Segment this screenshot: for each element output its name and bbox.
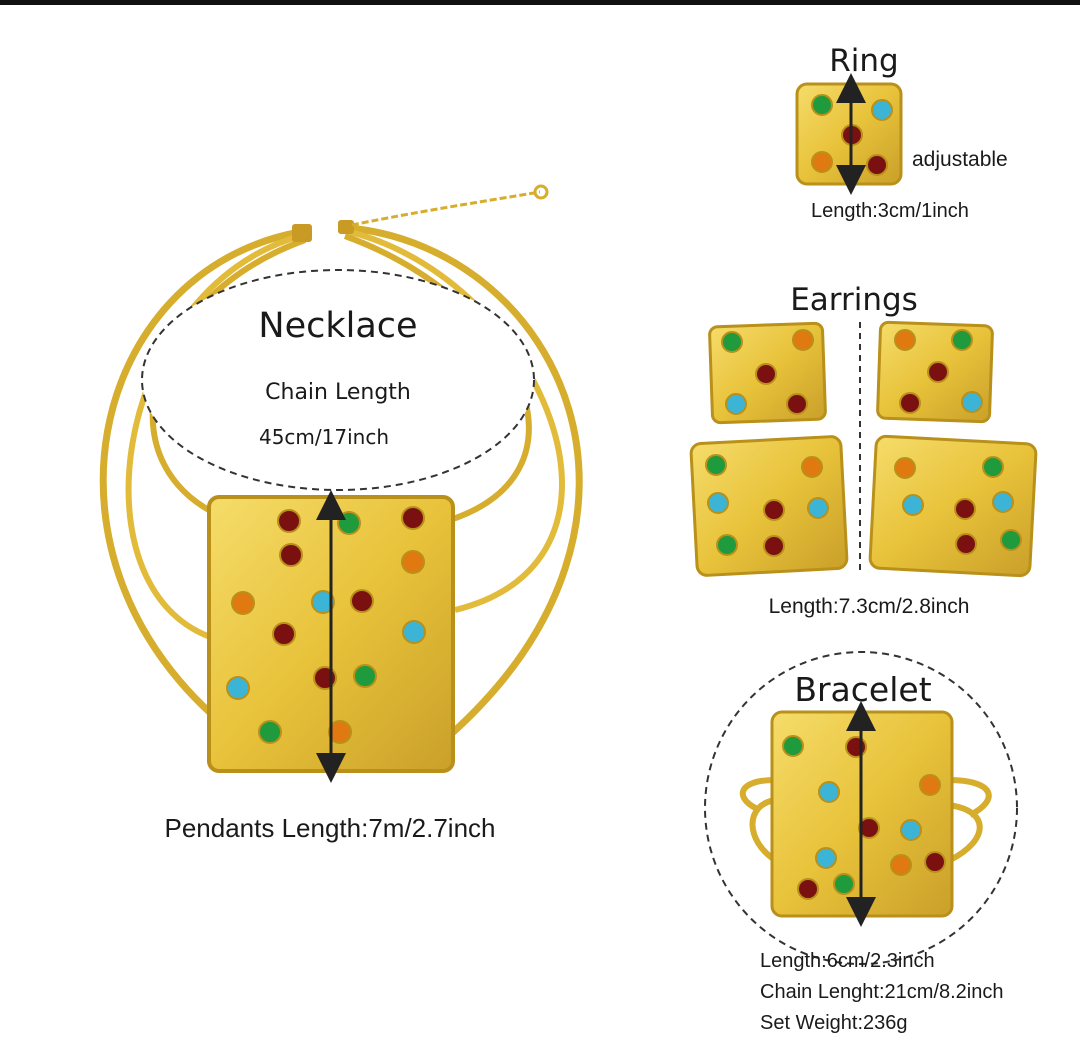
gem bbox=[902, 494, 924, 516]
gem bbox=[755, 363, 777, 385]
gem bbox=[890, 854, 912, 876]
gem bbox=[705, 454, 727, 476]
gem bbox=[707, 492, 729, 514]
earrings-title: Earrings bbox=[790, 282, 918, 318]
necklace-chain-length: 45cm/17inch bbox=[259, 425, 389, 449]
gem bbox=[818, 781, 840, 803]
gem bbox=[763, 535, 785, 557]
gem bbox=[277, 509, 301, 533]
gem bbox=[954, 498, 976, 520]
gem bbox=[350, 589, 374, 613]
gem bbox=[982, 456, 1004, 478]
gem bbox=[924, 851, 946, 873]
earrings-length: Length:7.3cm/2.8inch bbox=[769, 595, 970, 618]
necklace-group bbox=[99, 184, 583, 783]
gem bbox=[763, 499, 785, 521]
bracelet-chain-length: Chain Lenght:21cm/8.2inch bbox=[760, 981, 1004, 1003]
gem bbox=[721, 331, 743, 353]
gem bbox=[226, 676, 250, 700]
earrings-group bbox=[689, 320, 1038, 578]
gem bbox=[279, 543, 303, 567]
ring-title: Ring bbox=[829, 43, 898, 79]
necklace-chain-caption: Chain Length bbox=[265, 380, 411, 405]
gem bbox=[811, 94, 833, 116]
gem bbox=[845, 736, 867, 758]
gem bbox=[871, 99, 893, 121]
gem bbox=[894, 457, 916, 479]
bracelet-title: Bracelet bbox=[794, 670, 931, 709]
gem bbox=[919, 774, 941, 796]
necklace-chain-outer bbox=[99, 228, 301, 733]
bracelet-outline bbox=[704, 651, 1018, 965]
gem bbox=[337, 511, 361, 535]
gem bbox=[951, 329, 973, 351]
necklace-clasp bbox=[292, 224, 312, 242]
necklace-chain-middle bbox=[125, 233, 301, 643]
gem bbox=[231, 591, 255, 615]
gem bbox=[811, 151, 833, 173]
top-border bbox=[0, 0, 1080, 5]
gem bbox=[900, 819, 922, 841]
bracelet-set-weight: Set Weight:236g bbox=[760, 1012, 908, 1034]
gem bbox=[401, 506, 425, 530]
necklace-chain-outer-right bbox=[349, 224, 583, 738]
necklace-extender-end bbox=[533, 184, 549, 200]
gem bbox=[313, 666, 337, 690]
gem bbox=[866, 154, 888, 176]
ring-group bbox=[795, 73, 903, 195]
gem bbox=[894, 329, 916, 351]
necklace-title: Necklace bbox=[258, 306, 417, 346]
bracelet-length: Length:6cm/2.3inch bbox=[760, 950, 935, 972]
gem bbox=[792, 329, 814, 351]
necklace-chain-middle-right bbox=[349, 229, 565, 613]
gem bbox=[725, 393, 747, 415]
bracelet-group bbox=[704, 651, 1018, 965]
bracelet-chain-left bbox=[739, 777, 777, 863]
gem bbox=[716, 534, 738, 556]
gem bbox=[833, 873, 855, 895]
gem bbox=[786, 393, 808, 415]
gem bbox=[258, 720, 282, 744]
gem bbox=[955, 533, 977, 555]
gem bbox=[801, 456, 823, 478]
gem bbox=[782, 735, 804, 757]
necklace-pendant-length: Pendants Length:7m/2.7inch bbox=[164, 813, 495, 843]
gem bbox=[961, 391, 983, 413]
gem bbox=[402, 620, 426, 644]
gem bbox=[1000, 529, 1022, 551]
gem bbox=[807, 497, 829, 519]
gem bbox=[815, 847, 837, 869]
gem bbox=[272, 622, 296, 646]
necklace-clasp-right bbox=[338, 220, 354, 234]
earring-gems bbox=[705, 329, 1022, 557]
bracelet-chain-right bbox=[947, 777, 992, 863]
gem bbox=[401, 550, 425, 574]
gem bbox=[992, 491, 1014, 513]
gem bbox=[927, 361, 949, 383]
gem bbox=[899, 392, 921, 414]
ring-length: Length:3cm/1inch bbox=[811, 200, 969, 222]
gem bbox=[797, 878, 819, 900]
gem bbox=[353, 664, 377, 688]
necklace-extender-chain bbox=[351, 190, 541, 227]
ring-adjustable-note: adjustable bbox=[912, 148, 1008, 171]
